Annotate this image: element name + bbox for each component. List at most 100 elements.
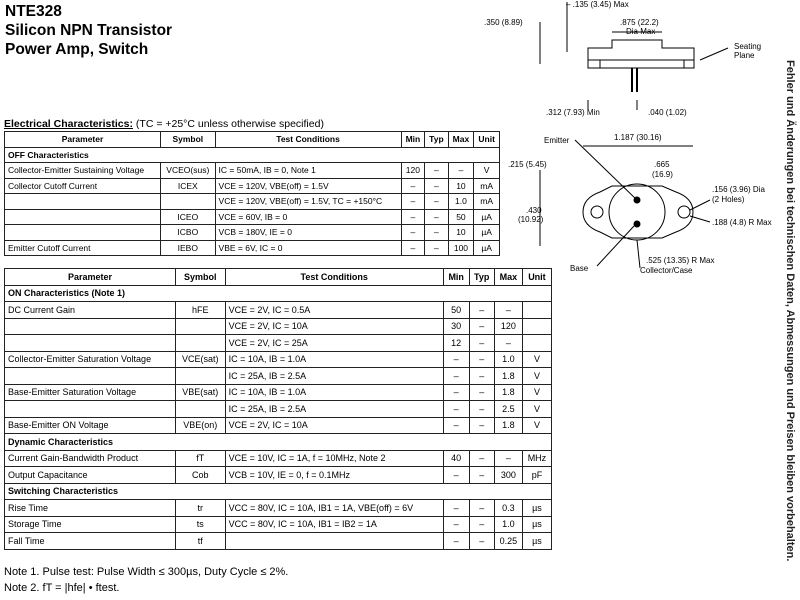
parameter-cell: Emitter Cutoff Current	[3, 239, 162, 256]
column-header: Min	[400, 131, 426, 148]
base-label: Base	[570, 264, 589, 273]
column-header: Parameter	[4, 268, 176, 286]
unit-cell: mA	[473, 193, 500, 210]
section-title: Switching Characteristics	[4, 482, 552, 500]
unit-cell: V	[521, 416, 553, 434]
symbol-cell: tr	[174, 499, 226, 517]
section-title: ON Characteristics (Note 1)	[4, 284, 552, 302]
max-cell: –	[493, 334, 523, 352]
min-cell: –	[442, 383, 470, 401]
parameter-cell	[3, 193, 162, 210]
unit-cell: µA	[473, 208, 500, 225]
parameter-cell: Base-Emitter Saturation Voltage	[4, 383, 176, 401]
table-row: VCE = 120V, VBE(off) = 1.5V, TC = +150°C…	[3, 193, 500, 210]
test-conditions-cell: IC = 10A, IB = 1.0A	[224, 350, 444, 368]
test-conditions-cell: VCE = 120V, VBE(off) = 1.5V, TC = +150°C	[214, 193, 402, 210]
typ-cell: –	[468, 515, 495, 533]
min-cell: –	[400, 177, 426, 194]
dim-2holes: (2 Holes)	[712, 195, 745, 204]
max-cell: 1.0	[447, 193, 475, 210]
column-header: Max	[493, 268, 523, 286]
symbol-cell	[174, 317, 226, 335]
min-cell: –	[442, 499, 470, 517]
max-cell: 1.8	[493, 416, 523, 434]
typ-cell: –	[468, 416, 495, 434]
section-row: Switching Characteristics	[4, 482, 552, 500]
symbol-cell	[174, 334, 226, 352]
max-cell: –	[493, 301, 523, 319]
min-cell: –	[442, 466, 470, 484]
typ-cell: –	[468, 449, 495, 467]
parameter-cell	[3, 208, 162, 225]
symbol-cell: ICEO	[160, 208, 216, 225]
dim-665: .665	[654, 160, 670, 169]
typ-cell: –	[424, 193, 449, 210]
typ-cell: –	[468, 317, 495, 335]
unit-cell: µA	[473, 239, 500, 256]
top-view-case	[608, 183, 666, 241]
parameter-cell	[4, 400, 176, 418]
typ-cell: –	[424, 224, 449, 241]
symbol-cell: VCEO(sus)	[160, 162, 216, 179]
typ-cell: –	[468, 301, 495, 319]
symbol-cell	[174, 367, 226, 385]
top-view-outline	[582, 185, 694, 239]
column-header: Typ	[468, 268, 495, 286]
column-header: Unit	[473, 131, 500, 148]
typ-cell: –	[424, 208, 449, 225]
min-cell: –	[442, 532, 470, 550]
dim-188: .188 (4.8) R Max	[712, 218, 772, 227]
header: NTE328 Silicon NPN Transistor Power Amp,…	[5, 2, 172, 59]
seating-label: Seating	[734, 42, 762, 51]
header-line1: Silicon NPN Transistor	[5, 22, 173, 39]
typ-cell: –	[424, 177, 449, 194]
typ-cell: –	[468, 499, 495, 517]
dim-350: .350 (8.89)	[484, 18, 523, 27]
test-conditions-cell: VCE = 2V, IC = 10A	[224, 416, 444, 434]
column-header: Symbol	[174, 268, 226, 286]
max-cell: 300	[493, 466, 523, 484]
test-conditions-cell: IC = 25A, IB = 2.5A	[224, 367, 444, 385]
typ-cell: –	[468, 400, 495, 418]
max-cell: 0.25	[493, 532, 523, 550]
symbol-cell	[174, 400, 226, 418]
max-cell: 0.3	[493, 499, 523, 517]
dim-875: .875 (22.2)	[620, 18, 659, 27]
parameter-cell: Base-Emitter ON Voltage	[4, 416, 176, 434]
dim-525: .525 (13.35) R Max	[646, 256, 715, 265]
column-header: Test Conditions	[214, 131, 402, 148]
typ-cell: –	[468, 334, 495, 352]
parameter-cell: Collector Cutoff Current	[3, 177, 162, 194]
mount-hole-right	[677, 205, 691, 219]
test-conditions-cell: IC = 50mA, IB = 0, Note 1	[214, 162, 402, 179]
column-header: Min	[442, 268, 470, 286]
elec-char-title: Electrical Characteristics:	[4, 118, 133, 130]
elec-char-condition: (TC = +25°C unless otherwise specified)	[135, 118, 324, 130]
unit-cell: µs	[521, 532, 553, 550]
typ-cell: –	[424, 239, 449, 256]
symbol-cell: VBE(sat)	[174, 383, 226, 401]
min-cell: –	[400, 193, 426, 210]
typ-cell: –	[424, 162, 449, 179]
side-view-body	[587, 39, 695, 61]
dim-135: – .135 (3.45) Max	[566, 0, 629, 9]
typ-cell: –	[468, 383, 495, 401]
typ-cell: –	[468, 367, 495, 385]
symbol-cell: hFE	[174, 301, 226, 319]
symbol-cell: fT	[174, 449, 226, 467]
dim-040: .040 (1.02)	[648, 108, 687, 117]
dim-169: (16.9)	[652, 170, 673, 179]
test-conditions-cell: VCE = 2V, IC = 10A	[224, 317, 444, 335]
plane-label: Plane	[734, 51, 755, 60]
symbol-cell: VCE(sat)	[174, 350, 226, 368]
parameter-cell: Storage Time	[4, 515, 176, 533]
column-header: Symbol	[160, 131, 216, 148]
dim-215: .215 (5.45)	[508, 160, 547, 169]
unit-cell: pF	[521, 466, 553, 484]
